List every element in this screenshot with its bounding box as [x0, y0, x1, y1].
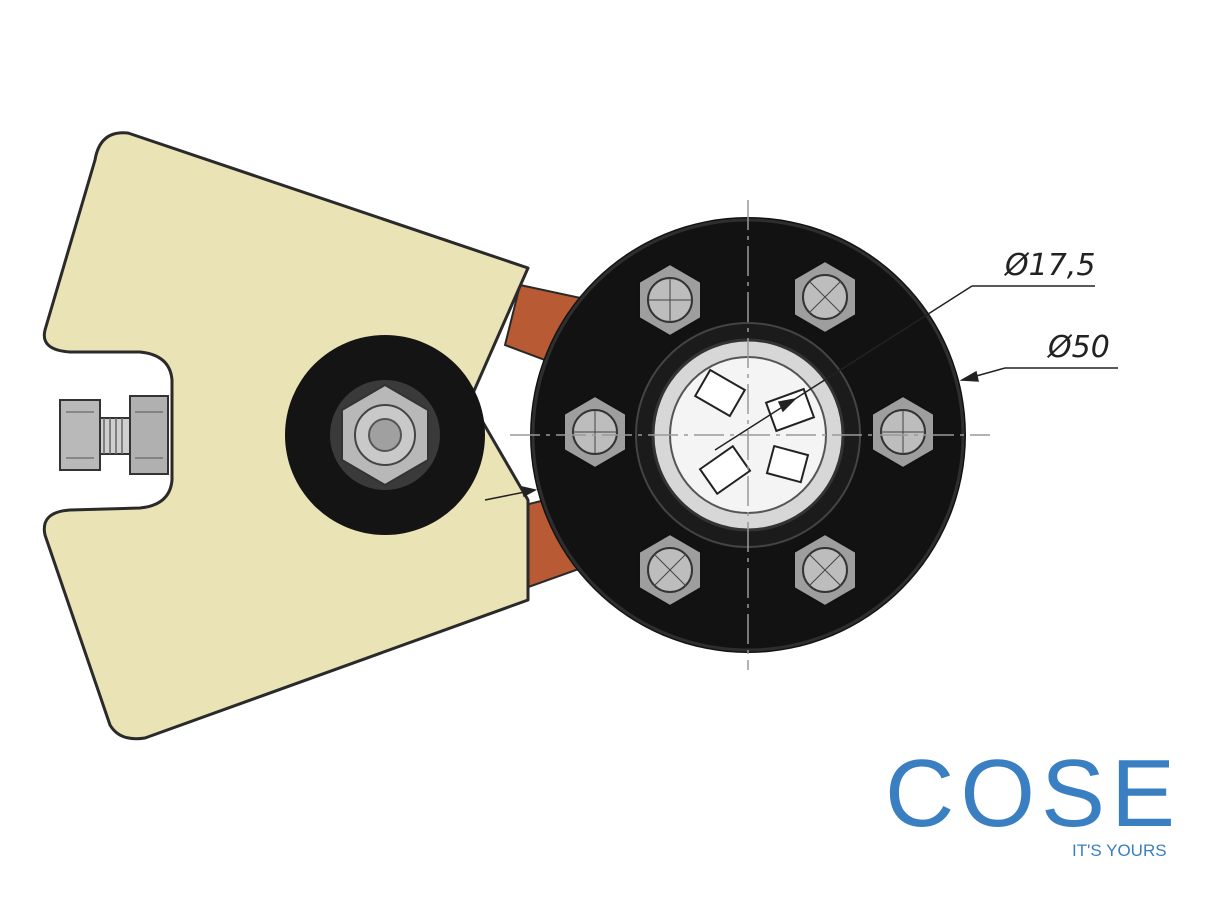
- hub-bolt: [638, 532, 702, 608]
- dimension-leader-outer: [959, 367, 1118, 382]
- logo-brand: COSE: [885, 740, 1181, 847]
- leader-arrow: [484, 486, 538, 501]
- centerlines: [510, 200, 990, 670]
- hub-bolt: [793, 259, 857, 335]
- inner-diameter-label: Ø17,5: [1003, 248, 1095, 283]
- logo-tagline: IT'S YOURS: [1072, 841, 1167, 860]
- hub-bolt: [563, 394, 627, 470]
- cose-logo: COSE IT'S YOURS: [885, 740, 1181, 860]
- side-bolt: [59, 395, 169, 475]
- roller-disc: [285, 335, 485, 535]
- hub-bolts: [563, 259, 935, 608]
- outer-diameter-label: Ø50: [1046, 330, 1110, 365]
- dimension-leader-inner: [714, 285, 1095, 451]
- hub-bolt: [793, 532, 857, 608]
- hub-bolt: [638, 262, 702, 338]
- hub-bolt: [871, 394, 935, 470]
